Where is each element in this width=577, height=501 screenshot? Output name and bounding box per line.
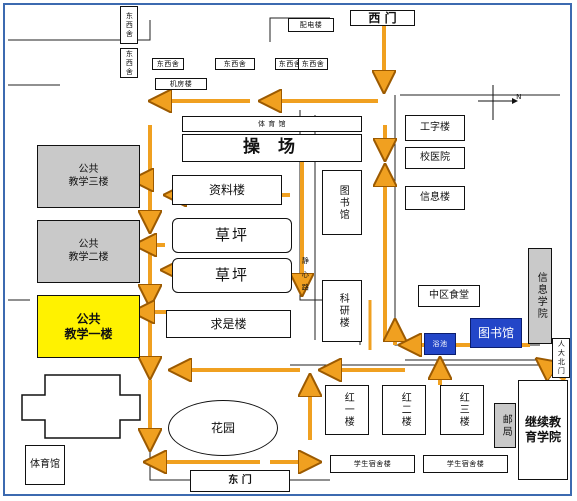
- small-building-b[interactable]: 配电楼: [288, 18, 334, 32]
- public-teaching-building-3[interactable]: 公共 教学三楼: [37, 145, 140, 208]
- student-dorm-2[interactable]: 学生宿舍楼: [423, 455, 508, 473]
- north-gate[interactable]: 人大北门: [552, 338, 570, 378]
- small-building-r3[interactable]: 东西舍: [275, 58, 305, 70]
- small-building-r1[interactable]: 东西舍: [152, 58, 184, 70]
- east-gate[interactable]: 东 门: [190, 470, 290, 492]
- central-canteen[interactable]: 中区食堂: [418, 285, 480, 307]
- student-dorm-1[interactable]: 学生宿舍楼: [330, 455, 415, 473]
- public-teaching-building-2[interactable]: 公共 教学二楼: [37, 220, 140, 283]
- qiushi-building[interactable]: 求是楼: [166, 310, 291, 338]
- info-college[interactable]: 信息学院: [528, 248, 552, 344]
- post-office[interactable]: 邮局: [494, 403, 516, 448]
- info-building[interactable]: 信息楼: [405, 186, 465, 210]
- teaching-1-line2: 教学一楼: [64, 326, 113, 341]
- garden[interactable]: 花园: [168, 400, 278, 456]
- teaching-2-line1: 公共: [78, 239, 99, 250]
- public-teaching-building-1[interactable]: 公共 教学一楼: [37, 295, 140, 358]
- continuing-education-college[interactable]: 继续教育学院: [518, 380, 568, 480]
- small-building-r2[interactable]: 东西舍: [215, 58, 255, 70]
- teaching-2-line2: 教学二楼: [68, 251, 109, 263]
- bathhouse[interactable]: 浴池: [424, 333, 456, 355]
- small-building-bottom[interactable]: 机房楼: [155, 78, 207, 90]
- lawn-1[interactable]: 草坪: [172, 218, 292, 253]
- new-library[interactable]: 图书馆: [470, 318, 522, 348]
- gymnasium[interactable]: 体育馆: [25, 445, 65, 485]
- small-building-r4[interactable]: 东西舍: [298, 58, 328, 70]
- engineering-building[interactable]: 工字楼: [405, 115, 465, 141]
- teaching-3-line1: 公共: [78, 164, 99, 175]
- gym-top[interactable]: 体 育 馆: [182, 116, 362, 132]
- small-building-a1[interactable]: 东西舍: [120, 6, 138, 44]
- old-library[interactable]: 图书馆: [322, 170, 362, 235]
- lawn-2[interactable]: 草坪: [172, 258, 292, 293]
- road-label: 静 心 路: [301, 257, 310, 293]
- red-building-3[interactable]: 红三楼: [440, 385, 484, 435]
- teaching-1-line1: 公共: [76, 311, 101, 326]
- materials-building[interactable]: 资料楼: [172, 175, 282, 205]
- west-gate[interactable]: 西 门: [350, 10, 415, 26]
- science-building[interactable]: 科研楼: [322, 280, 362, 342]
- red-building-1[interactable]: 红一楼: [325, 385, 369, 435]
- school-hospital[interactable]: 校医院: [405, 147, 465, 169]
- teaching-3-line2: 教学三楼: [68, 176, 109, 188]
- red-building-2[interactable]: 红二楼: [382, 385, 426, 435]
- compass-label: N: [516, 92, 522, 101]
- playground[interactable]: 操 场: [182, 134, 362, 162]
- small-building-a2[interactable]: 东西舍: [120, 48, 138, 78]
- map-frame: [3, 3, 572, 496]
